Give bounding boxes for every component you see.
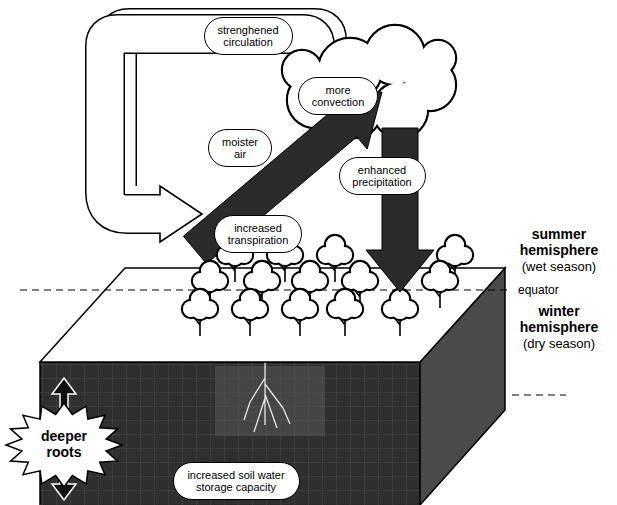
hemisphere-label: summer hemisphere [505, 226, 613, 258]
depth-marker-line [512, 394, 566, 395]
precipitation-arrow [366, 128, 434, 292]
tree [232, 289, 268, 336]
node-text: enhanced precipitation [351, 164, 413, 189]
tree [327, 289, 363, 336]
equator-label: equator [518, 283, 588, 297]
season-label: (wet season) [505, 259, 613, 275]
tree [422, 261, 458, 308]
process-label: more convection [298, 77, 378, 115]
node-text: increased transpiration [227, 222, 290, 247]
node-text: moister air [221, 136, 260, 161]
process-label: increased soil water storage capacity [173, 462, 300, 500]
cloud-puff [421, 41, 455, 75]
tree-roots [244, 362, 290, 432]
node-text: strenghened circulation [216, 24, 280, 49]
node-text: deeper roots [40, 429, 88, 460]
tree [282, 289, 318, 336]
starburst-label: deeper roots [6, 403, 122, 487]
tree [382, 289, 418, 336]
node-text: more convection [311, 84, 366, 109]
process-label: enhanced precipitation [339, 157, 426, 195]
process-label: increased transpiration [214, 215, 302, 253]
process-label: moister air [208, 129, 272, 167]
season-label: (dry season) [505, 336, 613, 352]
root-zone [215, 366, 325, 436]
process-label: strenghened circulation [204, 17, 293, 55]
starburst-outline [6, 403, 122, 487]
node-text: increased soil water storage capacity [186, 469, 286, 494]
tree [182, 289, 218, 336]
hemisphere-label: winter hemisphere [505, 303, 613, 335]
